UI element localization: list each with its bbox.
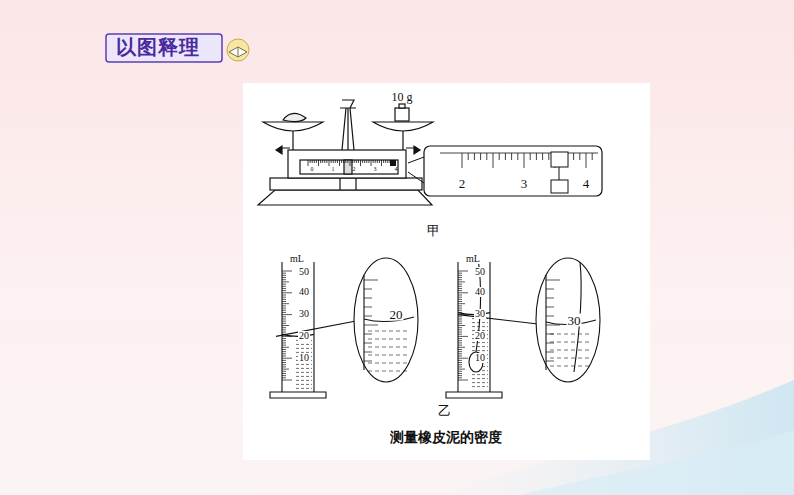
scale-number: 20 [298, 331, 310, 341]
tick [474, 153, 475, 160]
tick [592, 153, 593, 160]
reading-number: 20 [389, 308, 404, 321]
rider [390, 160, 396, 166]
beam-scale-ticks [308, 160, 392, 166]
tick [524, 153, 525, 168]
beam-number: 1 [332, 166, 335, 172]
scale-number: 50 [298, 267, 310, 277]
tick [542, 153, 543, 160]
beam-number: 2 [353, 166, 356, 172]
tick [493, 153, 494, 168]
tick [480, 153, 481, 160]
magnified-view [276, 258, 418, 382]
rider [551, 180, 568, 193]
tick [536, 153, 537, 160]
scale-number: 40 [298, 287, 310, 297]
beam-number: 3 [374, 166, 377, 172]
beam-number: 0 [311, 166, 314, 172]
scale-number: 50 [474, 267, 486, 277]
inset-scale-ticks [440, 153, 598, 168]
reading-number: 30 [567, 314, 582, 327]
beam-number: 4 [395, 166, 398, 172]
rider [551, 152, 568, 167]
tick [468, 153, 469, 160]
tick [579, 153, 580, 160]
scale-number: 40 [474, 287, 486, 297]
rider-line [559, 167, 560, 180]
tick [499, 153, 500, 160]
figure-label: 甲 [427, 224, 440, 237]
leader-line [408, 157, 424, 183]
figure-caption: 测量橡皮泥的密度 [390, 430, 502, 444]
tick [505, 153, 506, 160]
tick [573, 153, 574, 160]
scale-number: 4 [583, 177, 590, 190]
scale-number: 2 [459, 177, 466, 190]
weight-label: 10 g [392, 91, 413, 103]
balance-symbol [258, 100, 433, 205]
graduated-cylinder [446, 258, 502, 398]
tick [462, 153, 463, 168]
scale-inset [424, 146, 602, 196]
unit-label: mL [465, 254, 481, 264]
tick [586, 153, 587, 168]
tick [511, 153, 512, 160]
book-icon [227, 39, 249, 61]
scale-number: 10 [298, 353, 310, 363]
tick [486, 153, 487, 160]
figure-panel [243, 83, 650, 460]
heading-bar [106, 34, 222, 62]
scale-number: 3 [521, 177, 528, 190]
scale-number: 30 [474, 309, 486, 319]
tick [548, 153, 549, 160]
graduated-cylinder [270, 262, 326, 398]
tick [517, 153, 518, 160]
tick [530, 153, 531, 160]
unit-label: mL [289, 254, 305, 264]
scale-number: 10 [474, 353, 486, 363]
figure-label: 乙 [438, 404, 451, 417]
magnified-view [458, 258, 600, 382]
scale-number: 30 [298, 309, 310, 319]
scale-number: 20 [474, 331, 486, 341]
heading: 以图释理 [116, 37, 200, 57]
